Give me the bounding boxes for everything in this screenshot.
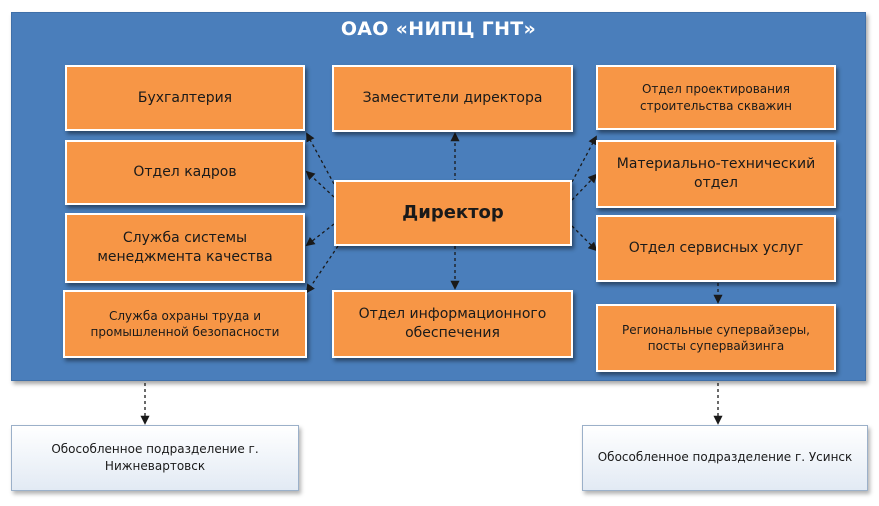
organization-title: ОАО «НИПЦ ГНТ» (340, 18, 537, 40)
box-material-supply: Материально-технический отдел (596, 140, 836, 208)
box-director: Директор (334, 180, 572, 246)
connector-to-quality (305, 223, 335, 247)
branch-nizhnevartovsk-label: Обособленное подразделение г. Нижневарто… (51, 441, 259, 473)
box-hr-label: Отдел кадров (133, 164, 237, 181)
connector-to-hr (305, 170, 335, 198)
box-accounting-label: Бухгалтерия (137, 89, 233, 106)
box-well-design-label: Отдел проектирования строительства скваж… (639, 82, 792, 113)
connector-to-safety (305, 245, 339, 294)
box-material-supply-label: Материально-технический отдел (616, 156, 816, 191)
box-deputies: Заместители директора (332, 65, 573, 132)
box-supervisors-label: Региональные супервайзеры, посты суперва… (622, 322, 810, 353)
branch-usinsk-label: Обособленное подразделение г. Усинск (597, 450, 853, 465)
box-service: Отдел сервисных услуг (596, 215, 836, 282)
box-quality-label: Служба системы менеджмента качества (97, 230, 273, 265)
box-info-dept: Отдел информационного обеспечения (332, 290, 573, 358)
branch-usinsk: Обособленное подразделение г. Усинск (582, 425, 868, 491)
box-hr: Отдел кадров (65, 140, 305, 205)
connector-to-supply (571, 173, 598, 201)
connector-to-design (571, 135, 597, 183)
box-info-dept-label: Отдел информационного обеспечения (358, 306, 547, 341)
box-accounting: Бухгалтерия (65, 65, 305, 131)
box-deputies-label: Заместители директора (362, 90, 543, 107)
box-service-label: Отдел сервисных услуг (628, 240, 804, 257)
box-well-design: Отдел проектирования строительства скваж… (596, 65, 836, 130)
box-safety-label: Служба охраны труда и промышленной безоп… (90, 308, 280, 339)
box-director-label: Директор (402, 201, 504, 223)
box-safety: Служба охраны труда и промышленной безоп… (63, 290, 307, 358)
connector-to-service (571, 225, 598, 252)
branch-nizhnevartovsk: Обособленное подразделение г. Нижневарто… (11, 425, 299, 491)
box-quality: Служба системы менеджмента качества (65, 213, 305, 283)
box-supervisors: Региональные супервайзеры, посты суперва… (596, 304, 836, 372)
